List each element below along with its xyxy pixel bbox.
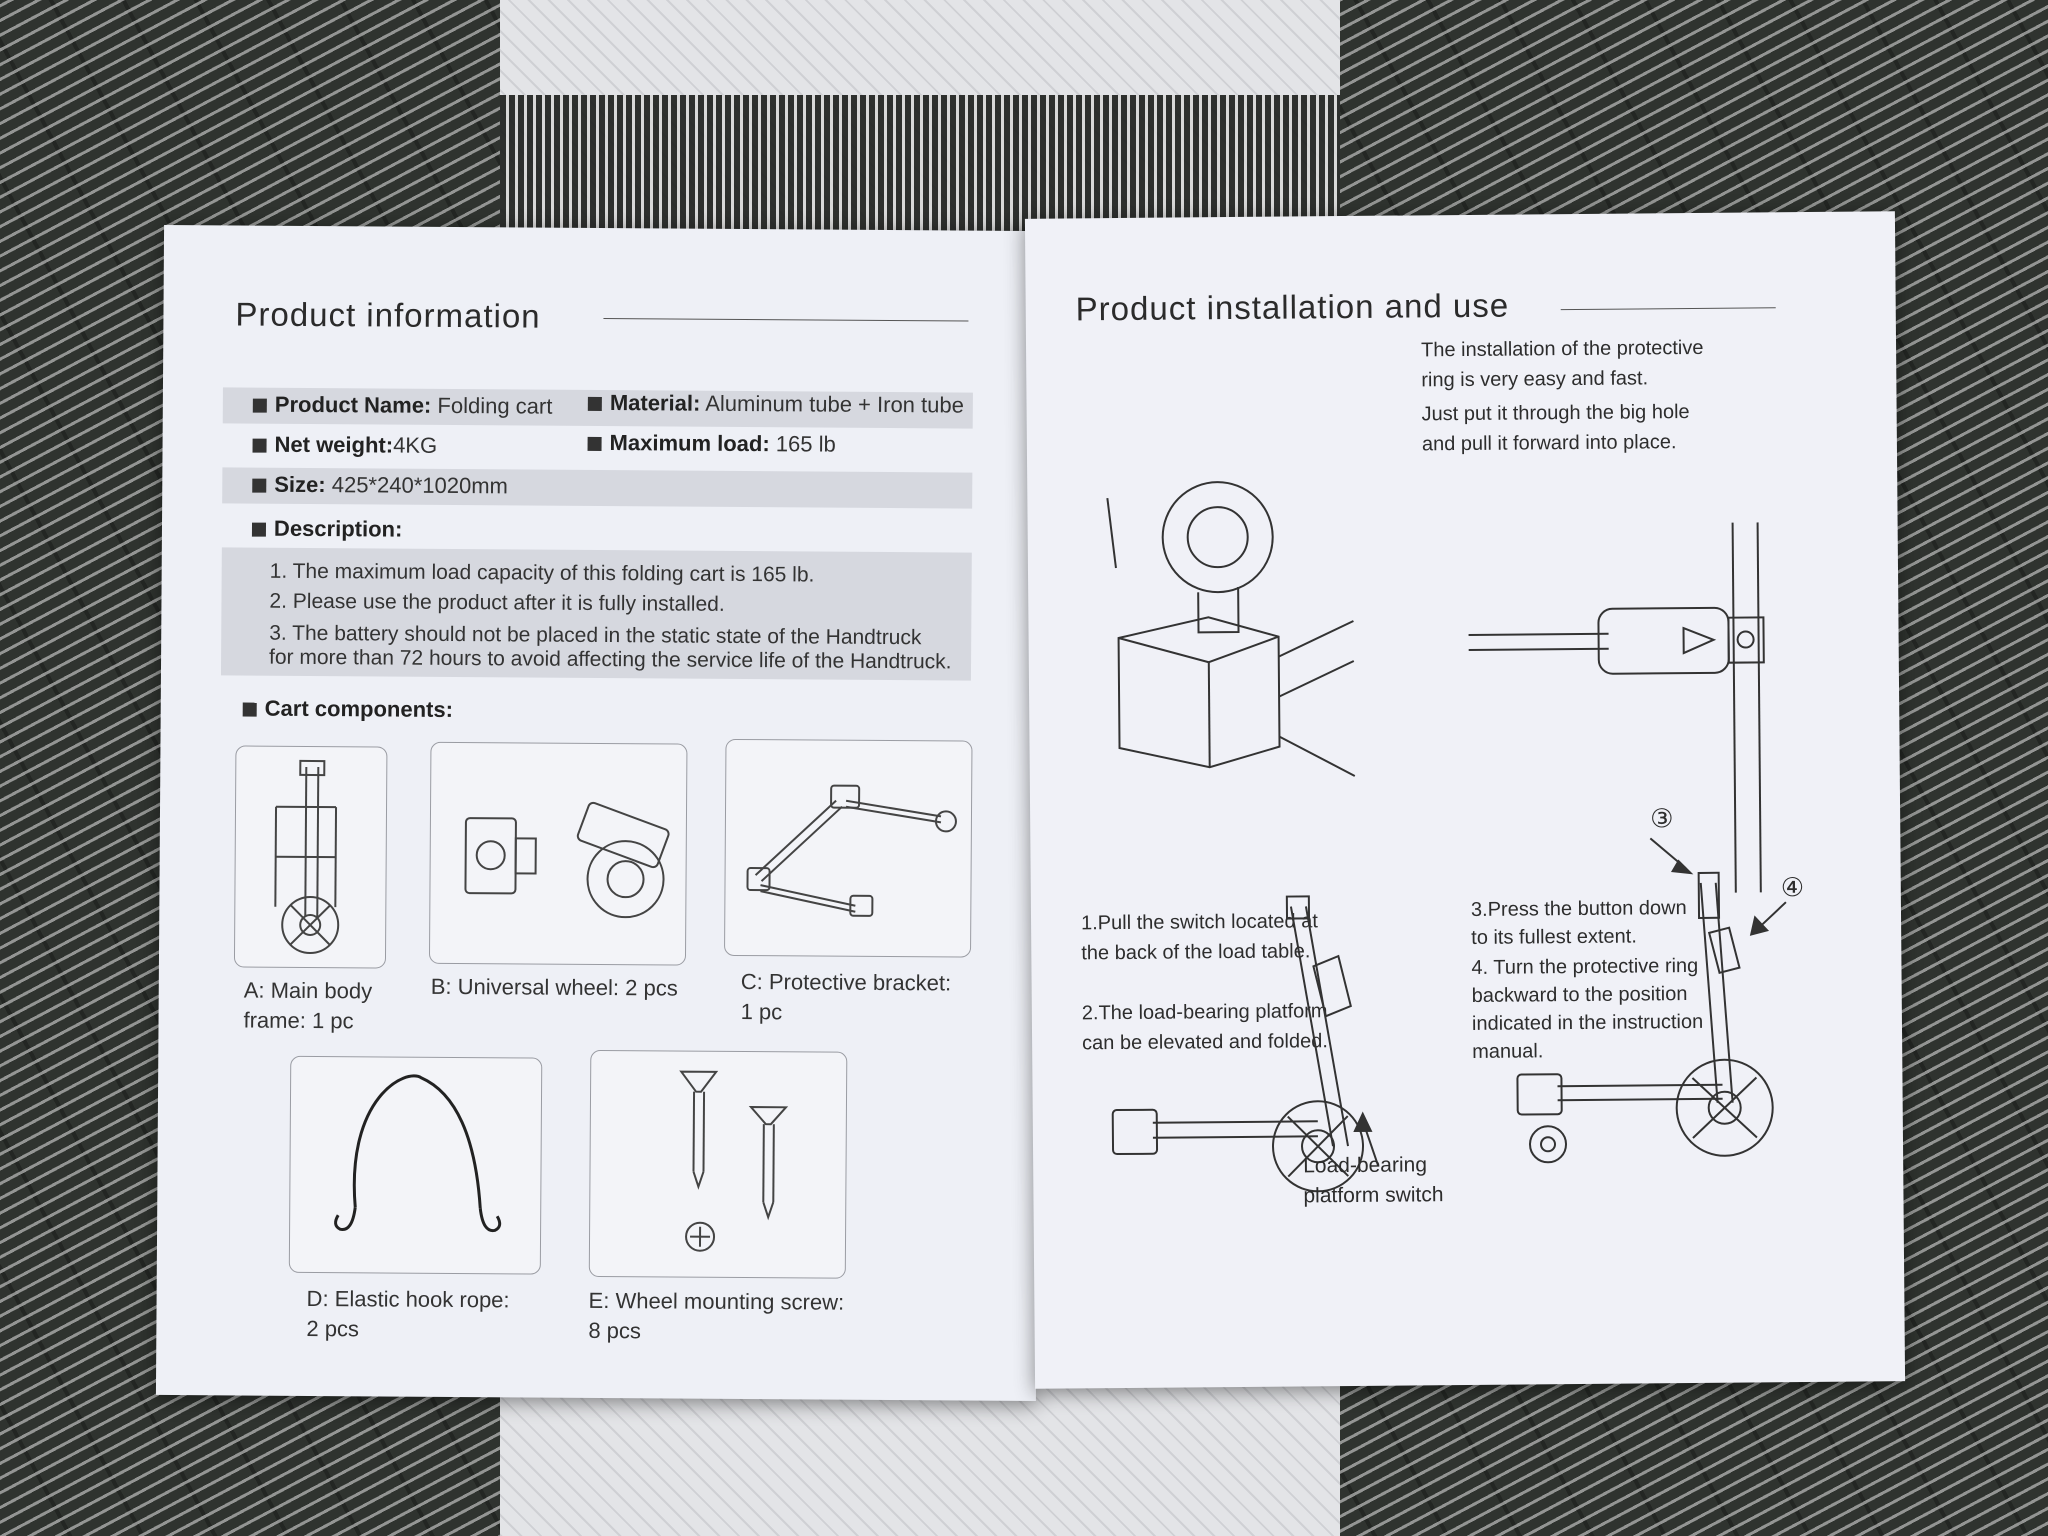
ring-note-line-2: ring is very easy and fast.: [1421, 367, 1649, 392]
fabric-strap-bottom: [500, 1380, 1340, 1536]
switch-label-line-1: Load-bearing: [1303, 1153, 1428, 1178]
callout-3: ③: [1650, 803, 1674, 834]
component-e-box: [588, 1049, 848, 1279]
component-c-caption-2: 1 pc: [740, 998, 783, 1025]
spec-material: Material: Aluminum tube + Iron tube: [587, 390, 964, 419]
component-d-caption-2: 2 pcs: [306, 1315, 360, 1342]
title-rule: [603, 318, 969, 322]
component-c-caption-1: C: Protective bracket:: [740, 968, 952, 996]
component-a-box: [233, 745, 388, 969]
description-line-1: 1. The maximum load capacity of this fol…: [269, 559, 815, 587]
component-c-box: [724, 738, 973, 958]
caster-wheel-mount-illustration: [1106, 481, 1356, 777]
elastic-hook-rope-illustration: [334, 1074, 502, 1233]
ring-note-line-1: The installation of the protective: [1420, 336, 1704, 362]
spec-product-name: Product Name: Folding cart: [252, 392, 552, 420]
description-line-4: for more than 72 hours to avoid affectin…: [268, 645, 952, 674]
spec-maximum-load: Maximum load: 165 lb: [587, 430, 836, 458]
protective-bracket-illustration: [746, 784, 957, 917]
component-a-caption-1: A: Main body: [243, 977, 373, 1004]
cart-platform-fold-illustration: [1111, 895, 1380, 1193]
component-e-caption-1: E: Wheel mounting screw:: [588, 1287, 845, 1315]
spec-description-heading: Description:: [251, 516, 402, 543]
manual-page-left: Product information Product Name: Foldin…: [155, 224, 1045, 1402]
universal-wheel-illustration: [464, 801, 670, 919]
spec-size: Size: 425*240*1020mm: [252, 472, 508, 500]
spec-net-weight: Net weight:4KG: [252, 432, 437, 459]
title-rule: [1560, 307, 1776, 311]
protective-ring-illustration: [1468, 522, 1765, 893]
page-title-installation-and-use: Product installation and use: [1075, 286, 1510, 328]
switch-label-line-2: platform switch: [1303, 1183, 1444, 1208]
page-title-product-information: Product information: [235, 295, 541, 335]
wheel-mounting-screw-illustration: [679, 1070, 789, 1252]
component-b-box: [428, 741, 688, 966]
component-d-box: [288, 1055, 543, 1275]
ring-note-line-4: and pull it forward into place.: [1421, 431, 1677, 456]
main-body-frame-illustration: [274, 759, 340, 954]
description-line-2: 2. Please use the product after it is fu…: [269, 589, 725, 616]
manual-page-right: Product installation and use The install…: [1024, 211, 1906, 1389]
component-d-caption-1: D: Elastic hook rope:: [306, 1285, 510, 1313]
cart-protective-ring-illustration: [1516, 837, 1787, 1164]
component-e-caption-2: 8 pcs: [588, 1317, 642, 1344]
cart-components-heading: Cart components:: [242, 696, 453, 723]
component-a-caption-2: frame: 1 pc: [243, 1007, 354, 1034]
ring-note-line-3: Just put it through the big hole: [1421, 401, 1690, 426]
component-b-caption-1: B: Universal wheel: 2 pcs: [430, 973, 678, 1001]
